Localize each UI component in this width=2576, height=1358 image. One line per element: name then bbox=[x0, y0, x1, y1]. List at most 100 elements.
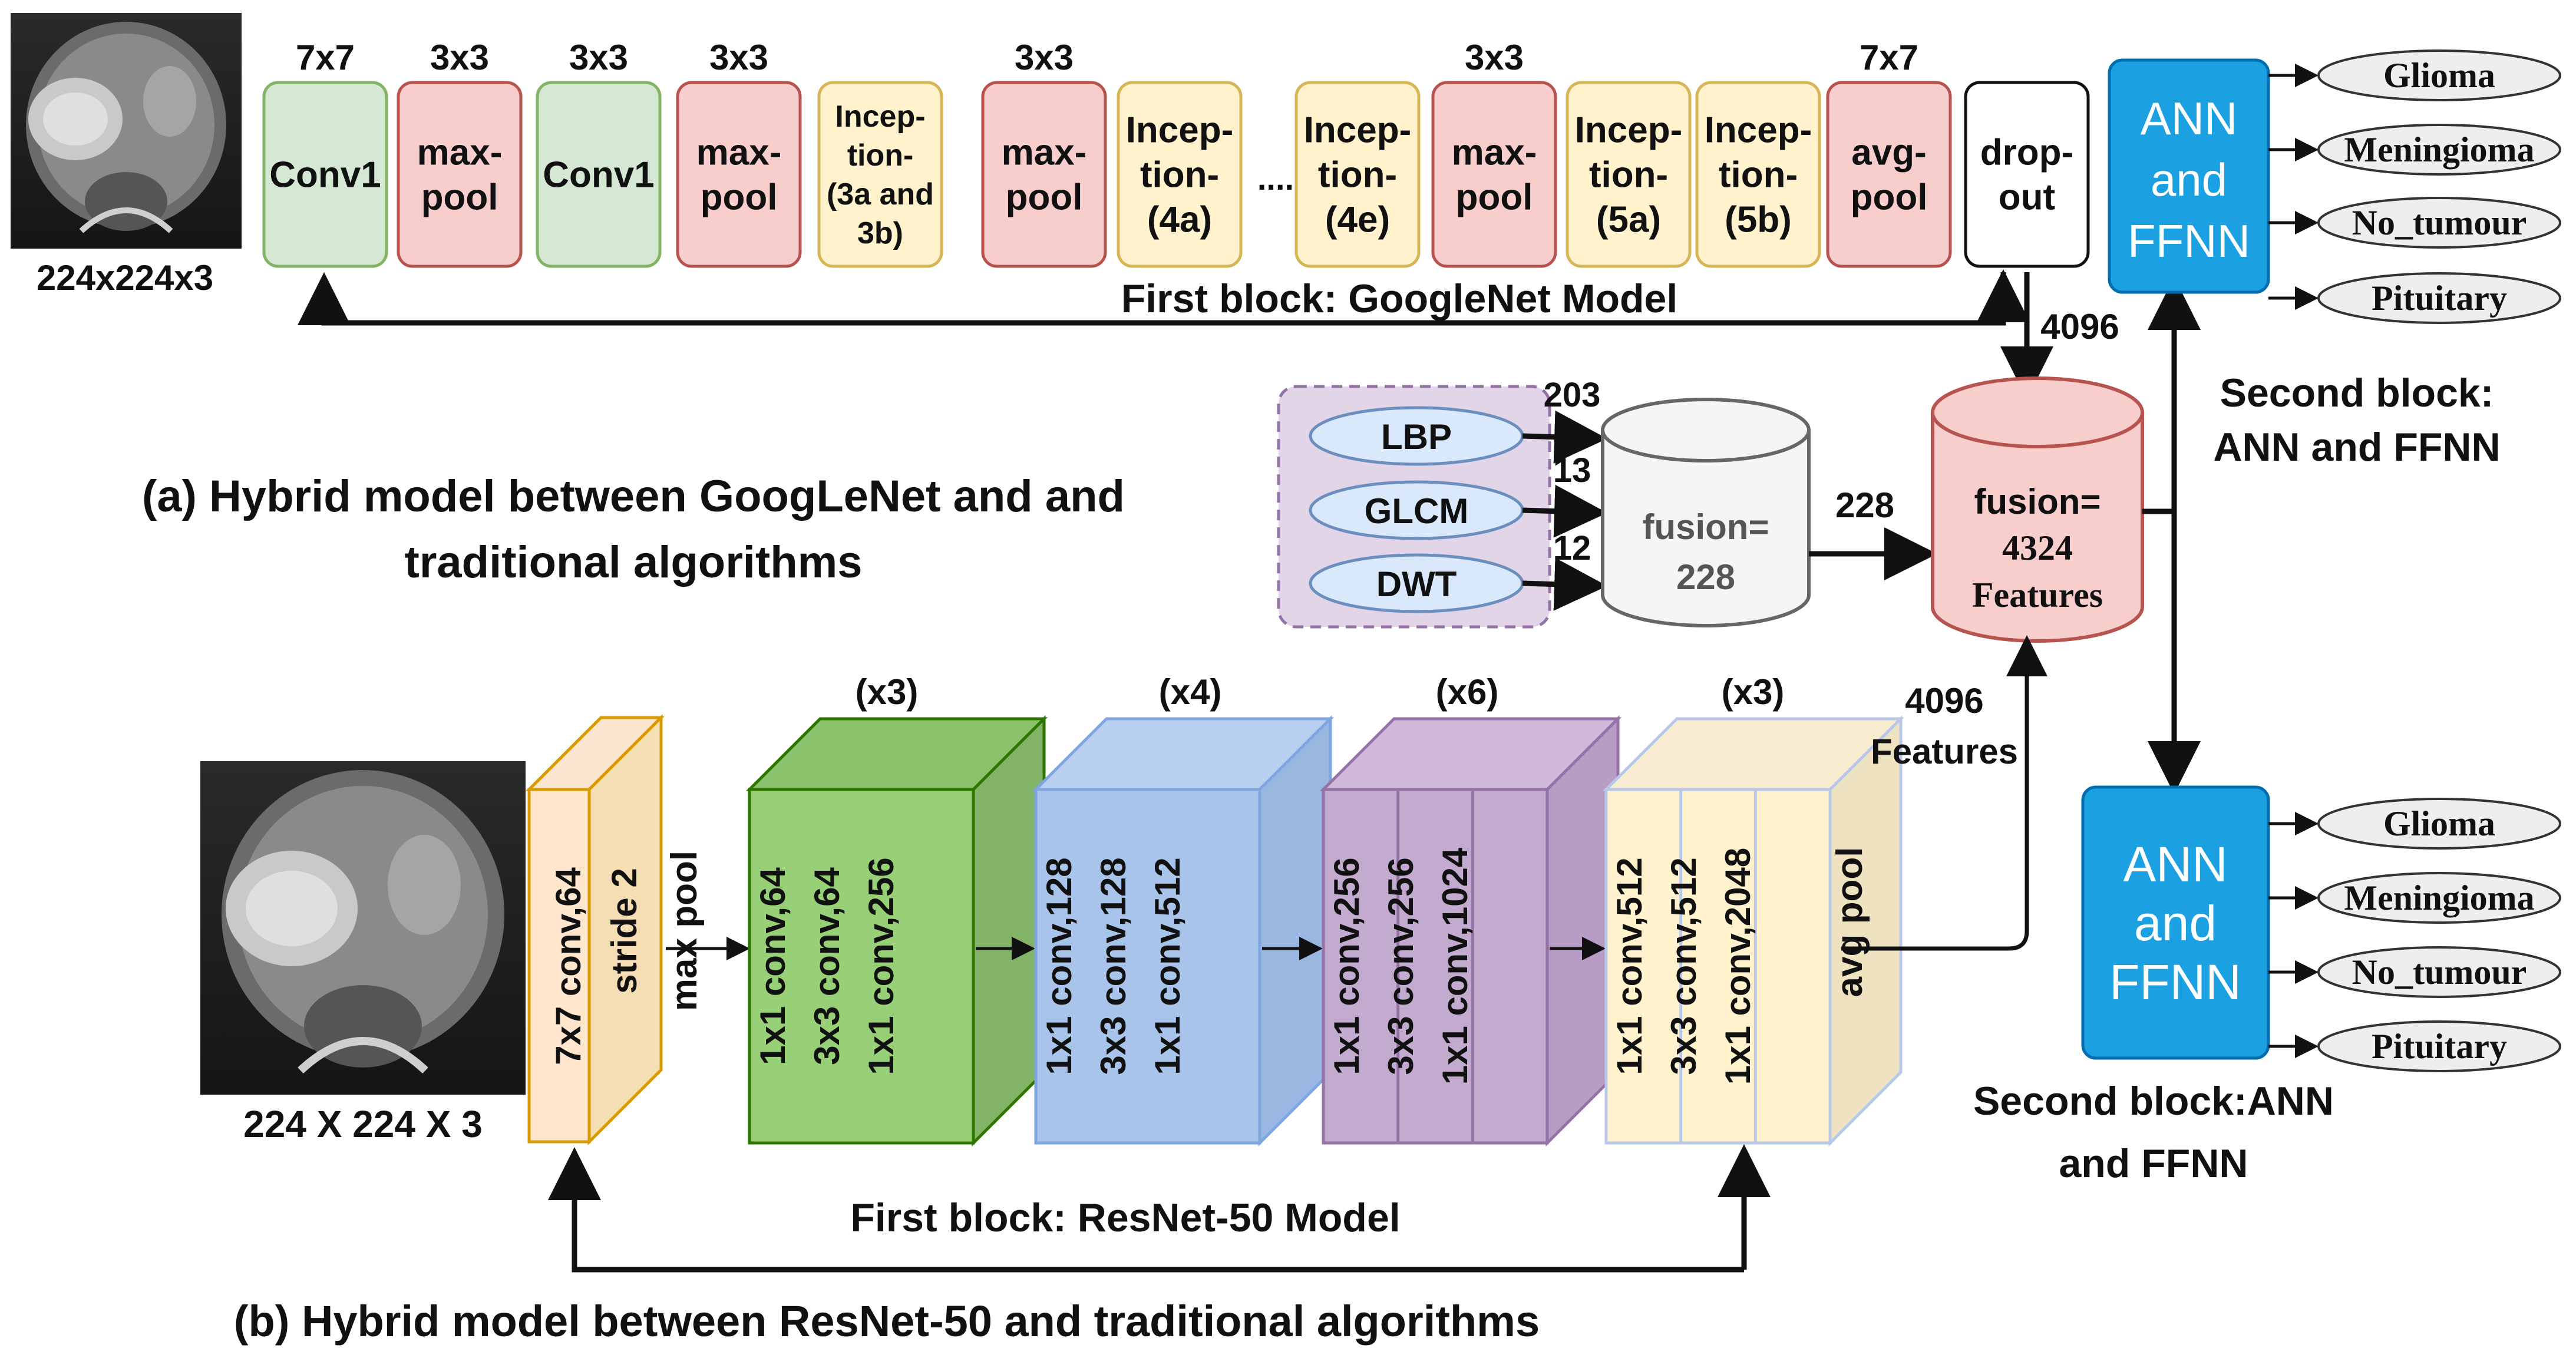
top-layer-3-line-1: pool bbox=[701, 177, 778, 218]
top-layer-10-line-2: (5b) bbox=[1725, 200, 1792, 240]
stage-0-line-0: 1x1 conv,64 bbox=[753, 867, 792, 1065]
top-layer-4-line-0: Incep- bbox=[835, 100, 925, 134]
top-input-size: 224x224x3 bbox=[37, 258, 213, 298]
top-layer-7-line-2: (4e) bbox=[1325, 200, 1390, 240]
top-layer-8-line-1: pool bbox=[1456, 177, 1533, 218]
top-class-label-0: Glioma bbox=[2383, 56, 2495, 95]
top-layer-0-line-0: Conv1 bbox=[269, 155, 381, 196]
top-features-4096: 4096 bbox=[2040, 307, 2119, 346]
trad-count-2: 12 bbox=[1553, 529, 1591, 567]
trad-name-2: DWT bbox=[1376, 564, 1457, 604]
bottom-class-label-1: Meningioma bbox=[2344, 878, 2534, 917]
top-layer-6-line-0: Incep- bbox=[1126, 110, 1234, 151]
ellipsis: .... bbox=[1257, 160, 1294, 197]
bottom-class-3: Pituitary bbox=[2268, 1020, 2561, 1072]
top-layer-9-line-1: tion- bbox=[1589, 155, 1668, 196]
final-fusion-label-3: Features bbox=[1972, 576, 2103, 614]
top-layer-3-line-0: max- bbox=[696, 133, 782, 173]
top-class-3: Pituitary bbox=[2268, 272, 2561, 324]
svg-text:FFNN: FFNN bbox=[2128, 215, 2250, 267]
top-layer-4-line-2: (3a and bbox=[827, 177, 934, 212]
top-block-label: First block: GoogleNet Model bbox=[1121, 276, 1678, 321]
maxpool-label: max pool bbox=[664, 851, 705, 1011]
trad-arrow-1 bbox=[1522, 484, 1607, 538]
stage-1-line-0: 1x1 conv,128 bbox=[1039, 857, 1079, 1075]
stage-3-line-0: 1x1 conv,512 bbox=[1610, 857, 1649, 1075]
top-layer-12-line-0: drop- bbox=[1980, 133, 2073, 173]
fusion-228-label-1: fusion= bbox=[1642, 507, 1769, 547]
top-class-1: Meningioma bbox=[2268, 124, 2561, 176]
top-layer-size-2: 3x3 bbox=[569, 38, 628, 77]
top-layer-11-line-1: pool bbox=[1851, 177, 1928, 218]
stem-conv-box: 7x7 conv,64 stride 2 bbox=[525, 713, 665, 1146]
trad-arrow-0 bbox=[1522, 410, 1607, 464]
stem-line-1: 7x7 conv,64 bbox=[549, 867, 588, 1065]
caption-a-line2: traditional algorithms bbox=[405, 537, 863, 587]
stem-line-2: stride 2 bbox=[605, 868, 644, 993]
second-block-top-1: Second block: bbox=[2220, 371, 2494, 415]
stage-2-line-0: 1x1 conv,256 bbox=[1327, 857, 1366, 1075]
stage-repeat-0: (x3) bbox=[856, 672, 919, 712]
ann-ffnn-bottom: ANN and FFNN bbox=[2081, 785, 2270, 1060]
top-layer-size-1: 3x3 bbox=[430, 38, 489, 77]
top-layer-10-line-0: Incep- bbox=[1705, 110, 1812, 151]
second-block-bottom-1: Second block:ANN bbox=[1973, 1079, 2334, 1124]
caption-a-line1: (a) Hybrid model between GoogLeNet and a… bbox=[142, 471, 1125, 521]
top-class-label-2: No_tumour bbox=[2352, 203, 2527, 242]
top-layer-1-line-1: pool bbox=[421, 177, 498, 218]
final-fusion-cylinder: fusion= 4324 Features bbox=[1931, 376, 2144, 643]
avgpool-label: avg pool bbox=[1829, 847, 1870, 997]
ann-ffnn-top: ANN and FFNN bbox=[2108, 58, 2270, 294]
top-layer-size-3: 3x3 bbox=[709, 38, 768, 77]
stage-0-line-2: 1x1 conv,256 bbox=[861, 857, 901, 1075]
top-layer-size-5: 3x3 bbox=[1015, 38, 1074, 77]
bottom-class-label-2: No_tumour bbox=[2352, 953, 2527, 992]
stage-2-line-2: 1x1 conv,1024 bbox=[1435, 847, 1475, 1085]
stage-1-line-1: 3x3 conv,128 bbox=[1094, 857, 1133, 1075]
mri-image-top bbox=[11, 13, 242, 249]
top-layer-4-line-3: 3b) bbox=[857, 216, 903, 250]
top-layer-6: Incep-tion-(4a) bbox=[1117, 81, 1243, 268]
top-layer-9: Incep-tion-(5a) bbox=[1566, 81, 1692, 268]
stage-3-line-1: 3x3 conv,512 bbox=[1664, 857, 1703, 1075]
bottom-block-label: First block: ResNet-50 Model bbox=[850, 1195, 1400, 1240]
top-class-2: No_tumour bbox=[2268, 197, 2561, 249]
top-layer-5-line-0: max- bbox=[1002, 133, 1087, 173]
top-layer-12: drop-out bbox=[1964, 81, 2090, 268]
bottom-input-size: 224 X 224 X 3 bbox=[243, 1103, 483, 1145]
final-fusion-label-1: fusion= bbox=[1974, 482, 2101, 521]
top-layer-12-line-1: out bbox=[1999, 177, 2055, 218]
top-layer-9-line-2: (5a) bbox=[1596, 200, 1661, 240]
mri-image-bottom bbox=[200, 761, 526, 1095]
trad-count-1: 13 bbox=[1553, 451, 1591, 490]
top-layer-8-line-0: max- bbox=[1452, 133, 1537, 173]
stage-repeat-1: (x4) bbox=[1159, 672, 1222, 712]
top-layer-3: 3x3 max-pool bbox=[676, 38, 802, 268]
fusion-228-cylinder: fusion= 228 bbox=[1601, 398, 1811, 627]
top-class-label-1: Meningioma bbox=[2344, 130, 2534, 169]
trad-arrow-2 bbox=[1522, 557, 1607, 611]
top-layer-6-line-1: tion- bbox=[1140, 155, 1219, 196]
svg-text:and: and bbox=[2134, 896, 2217, 951]
bottom-class-2: No_tumour bbox=[2268, 946, 2561, 998]
bottom-feedback-arrow bbox=[548, 1147, 1744, 1273]
bottom-class-label-0: Glioma bbox=[2383, 804, 2495, 843]
fusion-228-out: 228 bbox=[1835, 485, 1894, 525]
svg-text:and: and bbox=[2151, 154, 2227, 206]
svg-text:ANN: ANN bbox=[2141, 92, 2238, 144]
bottom-features-1: 4096 bbox=[1905, 681, 1983, 721]
final-fusion-label-2: 4324 bbox=[2002, 528, 2073, 567]
top-layer-7: Incep-tion-(4e) bbox=[1294, 81, 1421, 268]
bottom-class-0: Glioma bbox=[2268, 798, 2561, 850]
